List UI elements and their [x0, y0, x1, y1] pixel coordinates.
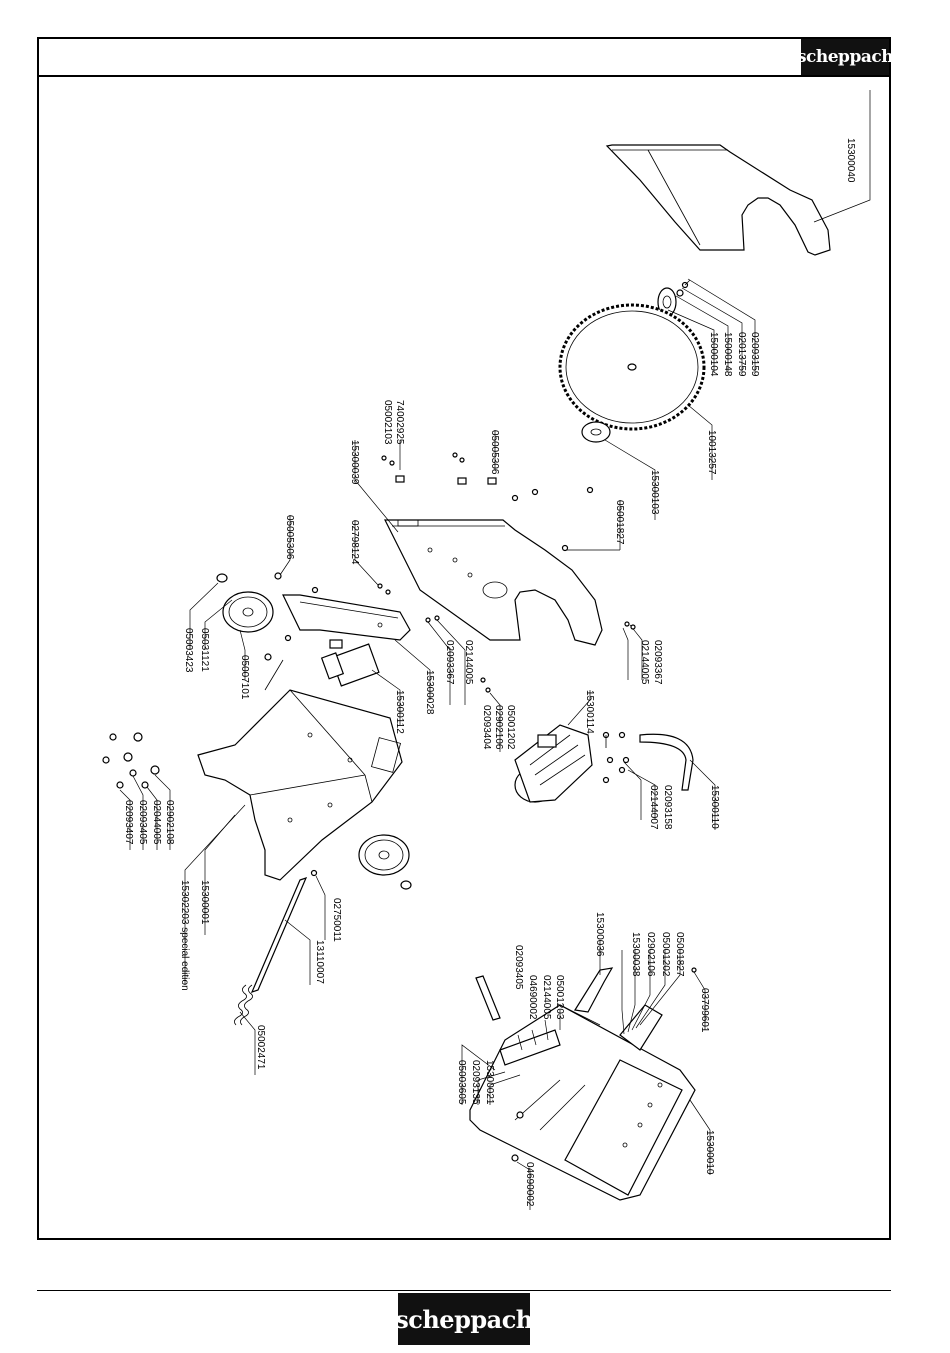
main-frame [197, 653, 403, 881]
wheel-lower [358, 834, 412, 890]
label-frame-nut: 02093405 [137, 800, 148, 845]
label-sub-2106: 02902106 [645, 932, 656, 977]
label-top-clip-b: 05002103 [382, 400, 393, 445]
label-frame-washer: 02044005 [151, 800, 162, 845]
label-saw-blade: 10013257 [706, 430, 717, 475]
sub-assembly [469, 1004, 696, 1201]
label-spring-pin: 05001827 [614, 500, 625, 545]
label-sub-1203: 05001203 [554, 975, 565, 1020]
label-nut-left: 05005306 [284, 515, 295, 560]
label-washer-007: 02144007 [648, 785, 659, 830]
label-sub-1827: 05001827 [674, 932, 685, 977]
label-sub-4005: 02144005 [541, 975, 552, 1020]
label-screw-bracket: 02093367 [444, 640, 455, 685]
guard-part [605, 144, 831, 256]
label-sub-3135: 02093135 [470, 1060, 481, 1105]
label-wheel-cap: 05003423 [183, 628, 194, 673]
label-frame-special: 15302203 special edition [179, 880, 190, 991]
header-band: scheppach [39, 39, 894, 77]
label-inner-flange: 15300103 [649, 470, 660, 515]
label-inner-flange-outer: 15000104 [708, 332, 719, 377]
switch-box [320, 639, 380, 687]
label-spring: 05002471 [255, 1025, 266, 1070]
frame-hardware [102, 732, 160, 789]
label-motor-screw: 02093367 [652, 640, 663, 685]
label-frame-screw: 02902108 [164, 800, 175, 845]
label-top-clip-a: 74002925 [394, 400, 405, 445]
label-screw-motor-a: 05001202 [505, 705, 516, 750]
label-foot-nut: 04690002 [524, 1162, 535, 1207]
top-clips [381, 452, 497, 485]
push-stick [574, 967, 614, 1013]
footer-rule [37, 1290, 891, 1291]
label-frame-bolt: 02093407 [123, 800, 134, 845]
label-flange-washer: 02013759 [736, 332, 747, 377]
label-wheel: 05031121 [199, 628, 210, 672]
label-sub-3405: 02093405 [513, 945, 524, 990]
label-guard: 15300040 [845, 138, 856, 183]
label-table-frame: 15300010 [704, 1130, 715, 1175]
label-screw-motor-c: 02093404 [481, 705, 492, 750]
label-axle: 05007101 [239, 655, 250, 700]
label-sub-3605: 05003605 [456, 1060, 467, 1105]
motor-screws [602, 731, 630, 784]
label-sub-1202: 05001202 [660, 932, 671, 977]
label-screw-motor-b: 02902106 [493, 705, 504, 750]
label-tube: 13110007 [314, 940, 325, 984]
wheel-upper [216, 573, 274, 633]
label-motor-washer: 02144005 [639, 640, 650, 685]
label-sub-0002: 04690002 [527, 975, 538, 1020]
label-washer-bracket: 02144005 [463, 640, 474, 685]
label-nut-top: 05005306 [489, 430, 500, 475]
tube [250, 869, 318, 993]
label-switch: 15300112 [394, 690, 405, 734]
handle [639, 733, 694, 791]
label-sub-9601: 03799601 [699, 988, 710, 1033]
label-screw-left: 02798124 [349, 520, 360, 565]
motor [514, 724, 593, 803]
scheppach-logo-top: scheppach [797, 39, 894, 75]
label-sub-038: 15300038 [630, 932, 641, 977]
label-outer-flange: 15000148 [722, 332, 733, 377]
label-handle: 15300110 [709, 785, 720, 829]
scheppach-logo-bottom: scheppach [395, 1293, 533, 1345]
label-bracket: 15300028 [424, 670, 435, 715]
label-frame: 15300001 [199, 880, 210, 925]
label-pin-011: 02750011 [331, 898, 342, 942]
label-flange-screw: 02093159 [749, 332, 760, 377]
inner-flange [581, 421, 611, 443]
label-motor: 15300114 [584, 690, 595, 734]
spring-coil [234, 984, 253, 1026]
side-bracket [282, 594, 411, 641]
label-sub-021: 15300021 [484, 1060, 495, 1105]
table-plate [384, 519, 603, 646]
saw-blade [558, 303, 706, 431]
label-push-stick: 15300036 [594, 912, 605, 957]
sub-spring [475, 975, 501, 1021]
label-table-plate: 15300039 [349, 440, 360, 485]
label-screw-158: 02093158 [662, 785, 673, 830]
drawing-frame: scheppach [37, 37, 894, 1240]
